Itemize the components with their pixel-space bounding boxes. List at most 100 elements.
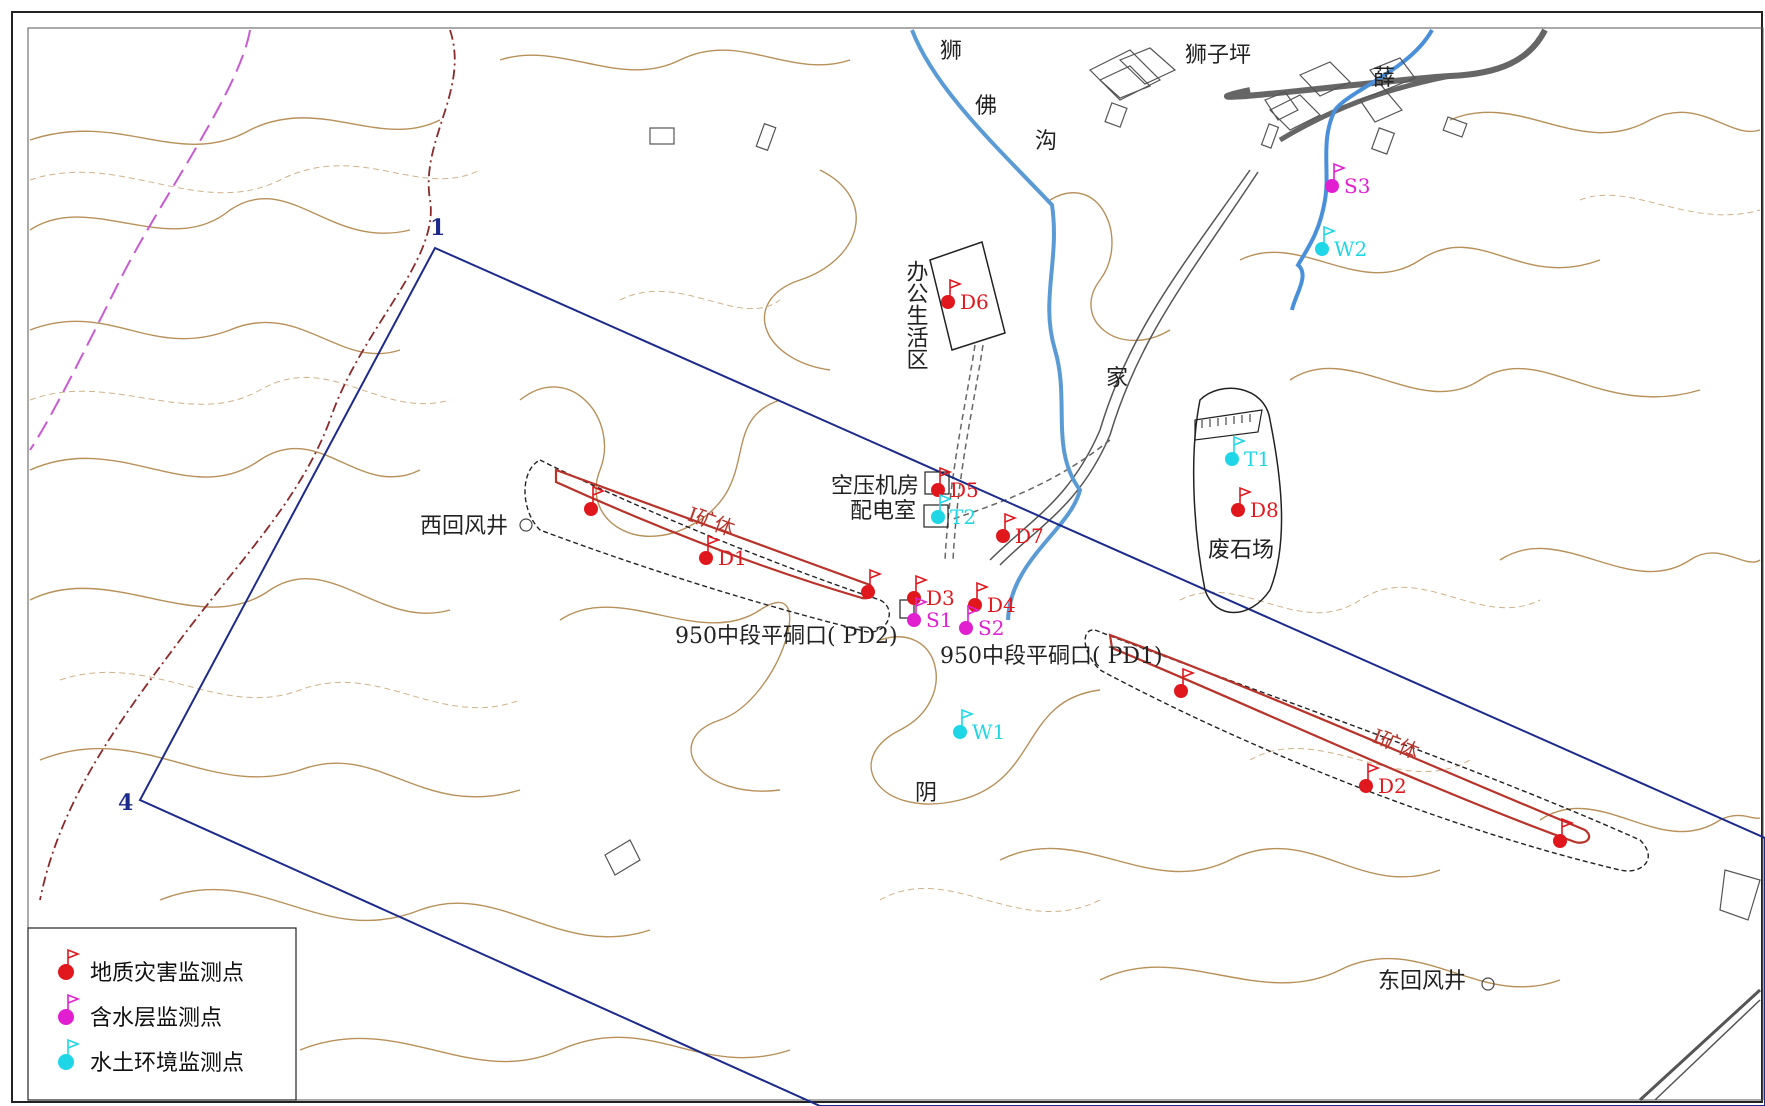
marker-ore-e1 [1174,667,1196,698]
marker-label: T1 [1244,447,1270,471]
flag-icon [592,485,606,503]
marker-label: W2 [1334,237,1367,261]
west-shaft-icon [519,518,533,532]
place-label-shiziping: 狮子坪 [1185,43,1251,68]
flag-icon [939,466,953,484]
place-label-fo: 佛 [975,94,997,119]
marker-label: D5 [950,478,979,502]
place-label-xue: 薛 [1373,66,1395,91]
marker-ore-e2 [1553,817,1575,848]
flag-icon [869,568,883,586]
access-path-office [944,344,976,561]
power-room-label: 配电室 [850,499,916,524]
legend-item-label: 含水层监测点 [90,1006,222,1031]
marker-dot [907,591,921,605]
marker-d5: D5 [931,466,979,502]
flag-icon [1367,762,1381,780]
compressor-room-label: 空压机房 [831,474,919,499]
marker-label: S1 [926,608,952,632]
marker-ore-w2 [861,568,883,599]
contour-lines-fine [29,165,1761,912]
township-boundary-line [39,29,456,901]
road-northeast [1224,28,1548,100]
marker-dot [699,551,713,565]
flag-icon [961,708,975,726]
marker-dot [1174,684,1188,698]
office-area-label: 办公生活区 [903,260,929,370]
marker-w1: W1 [953,708,1005,744]
marker-label: S3 [1344,174,1370,198]
place-label-jia: 家 [1106,366,1128,391]
mine-boundary [138,246,1765,1106]
marker-ore-w1 [584,485,606,516]
flag-icon [1561,817,1575,835]
legend-swatch [58,964,74,980]
corner-label-4: 4 [118,790,133,816]
marker-label: D2 [1378,774,1407,798]
adit-pd2-label: 950中段平硐口( PD2) [675,624,898,649]
orebody-east [1108,633,1591,844]
marker-d6: D6 [941,278,989,314]
access-path-office-2 [952,344,984,561]
marker-dot [861,585,875,599]
inner-frame [27,27,1764,1101]
flag-icon [967,604,981,622]
place-label-shi: 狮 [940,39,962,64]
legend-flag-icon [67,1038,81,1056]
flag-icon [1333,162,1347,180]
flag-icon [1233,435,1247,453]
place-label-gou: 沟 [1035,129,1057,154]
access-path-east [949,439,1111,521]
waste-yard-hatch-ticks [1201,414,1251,428]
outer-frame [11,11,1763,1103]
flag-icon [915,574,929,592]
legend-flag-icon [67,948,81,966]
corner-label-1: 1 [430,215,445,241]
marker-dot [968,598,982,612]
marker-t2: T2 [931,493,976,529]
marker-t1: T1 [1225,435,1270,471]
east-shaft-label: 东回风井 [1378,969,1466,994]
marker-dot [1325,179,1339,193]
marker-dot [953,725,967,739]
orebody-east-envelope [1084,629,1649,872]
contour-lines [29,49,1761,1063]
marker-label: S2 [978,616,1004,640]
marker-d7: D7 [996,512,1044,548]
marker-label: D8 [1250,498,1279,522]
marker-dot [1359,779,1373,793]
marker-label: D4 [987,593,1016,617]
marker-dot [907,613,921,627]
marker-label: D7 [1015,524,1044,548]
east-shaft-icon [1481,977,1495,991]
marker-dot [1225,452,1239,466]
flag-icon [1004,512,1018,530]
marker-label: T2 [950,505,976,529]
marker-dot [959,621,973,635]
flag-icon [976,581,990,599]
marker-dot [584,502,598,516]
marker-label: W1 [972,720,1005,744]
marker-d1: D1 [699,534,747,570]
village-buildings-xue [1260,57,1468,155]
waste-rock-yard [1192,387,1283,614]
flag-icon [949,278,963,296]
marker-d3: D3 [907,574,955,610]
office-area-box [929,241,1006,351]
marker-dot [941,295,955,309]
marker-d4: D4 [968,581,1016,617]
marker-dot [931,510,945,524]
marker-label: D1 [718,546,747,570]
legend-item-label: 地质灾害监测点 [90,961,244,986]
village-buildings-shiziping [649,47,1177,152]
flag-icon [939,493,953,511]
road-main-right [999,171,1259,566]
legend-swatch [58,1009,74,1025]
road-main-left [989,169,1251,561]
west-shaft-label: 西回风井 [420,514,508,539]
legend-swatch [58,1054,74,1070]
